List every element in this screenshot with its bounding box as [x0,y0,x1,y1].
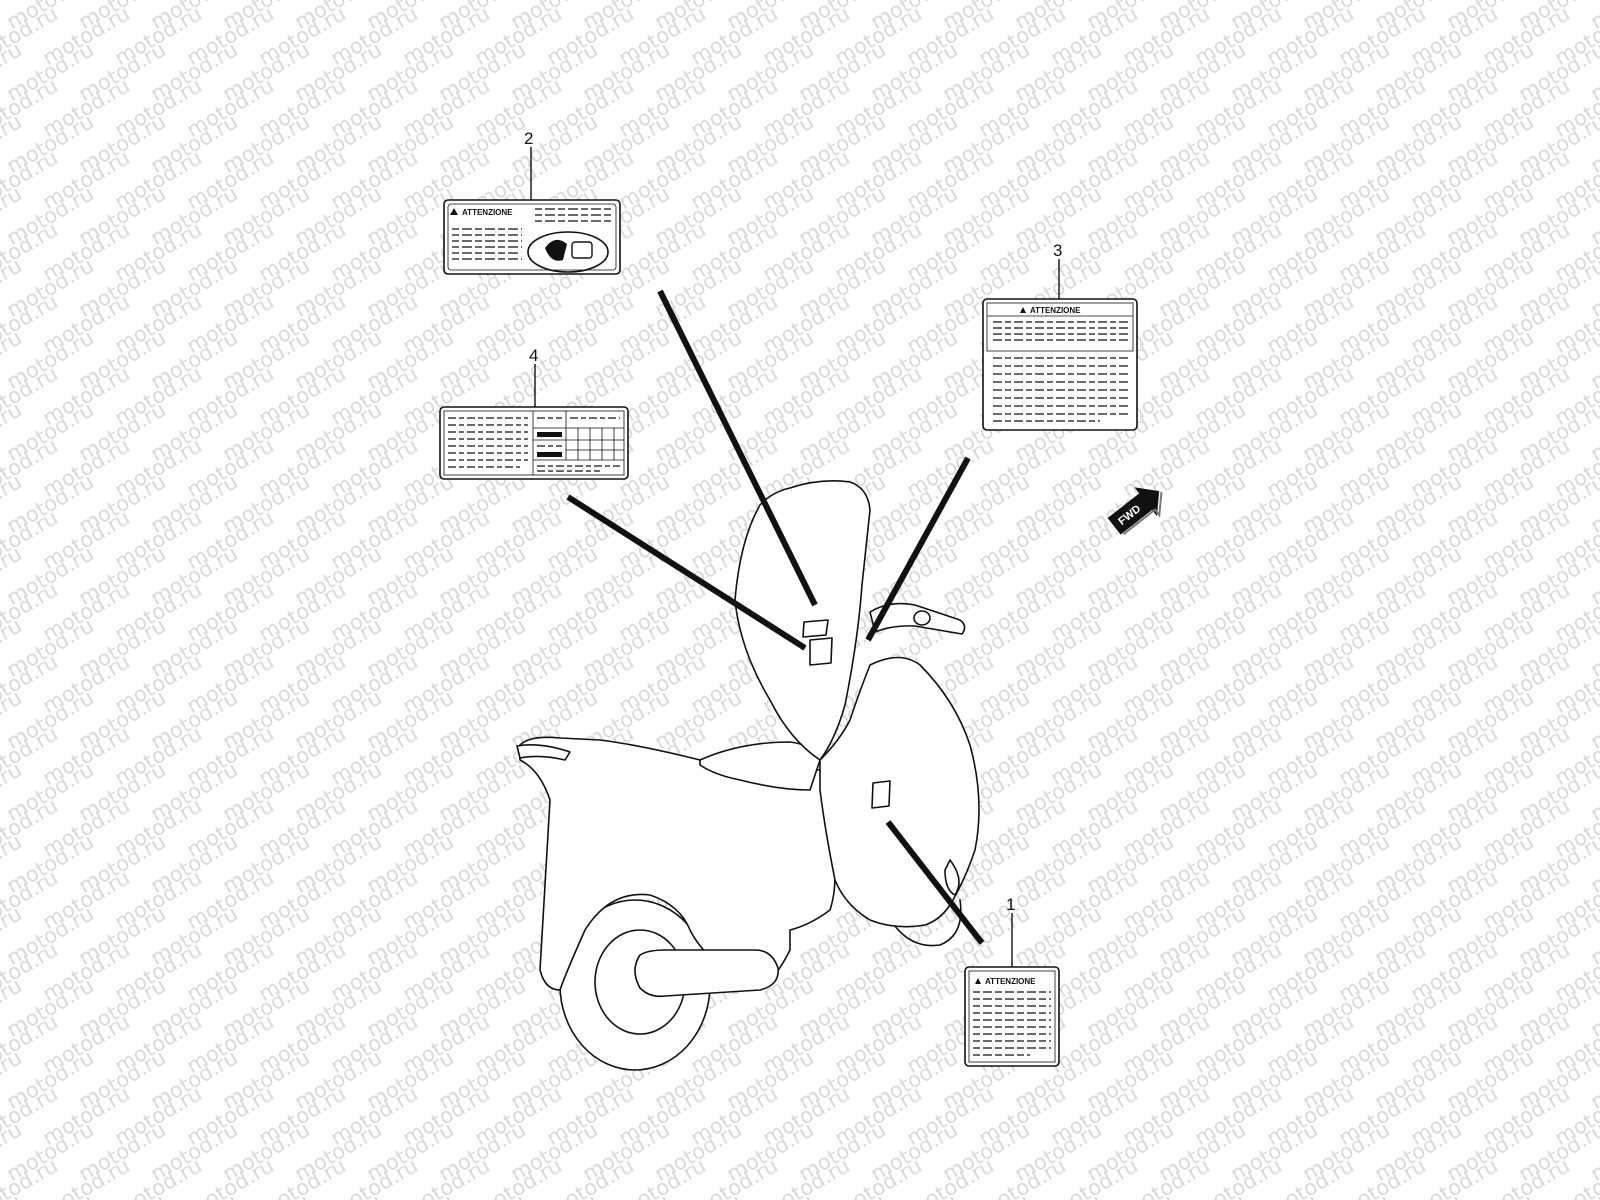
label-patch-1 [871,780,891,809]
label-3-heading: ATTENZIONE [1030,306,1081,315]
callout-3-number: 3 [1053,241,1062,260]
label-1-heading: ATTENZIONE [985,977,1036,986]
label-2-heading: ATTENZIONE [462,208,513,217]
muffler [634,949,779,998]
callout-4-number: 4 [529,346,538,365]
handlebar-grip [913,610,931,626]
callout-1-number: 1 [1006,895,1015,914]
label-3-frame [982,298,1138,431]
label-patch-2 [802,619,829,638]
callout-2-number: 2 [524,129,533,148]
label-patch-4 [809,637,833,666]
